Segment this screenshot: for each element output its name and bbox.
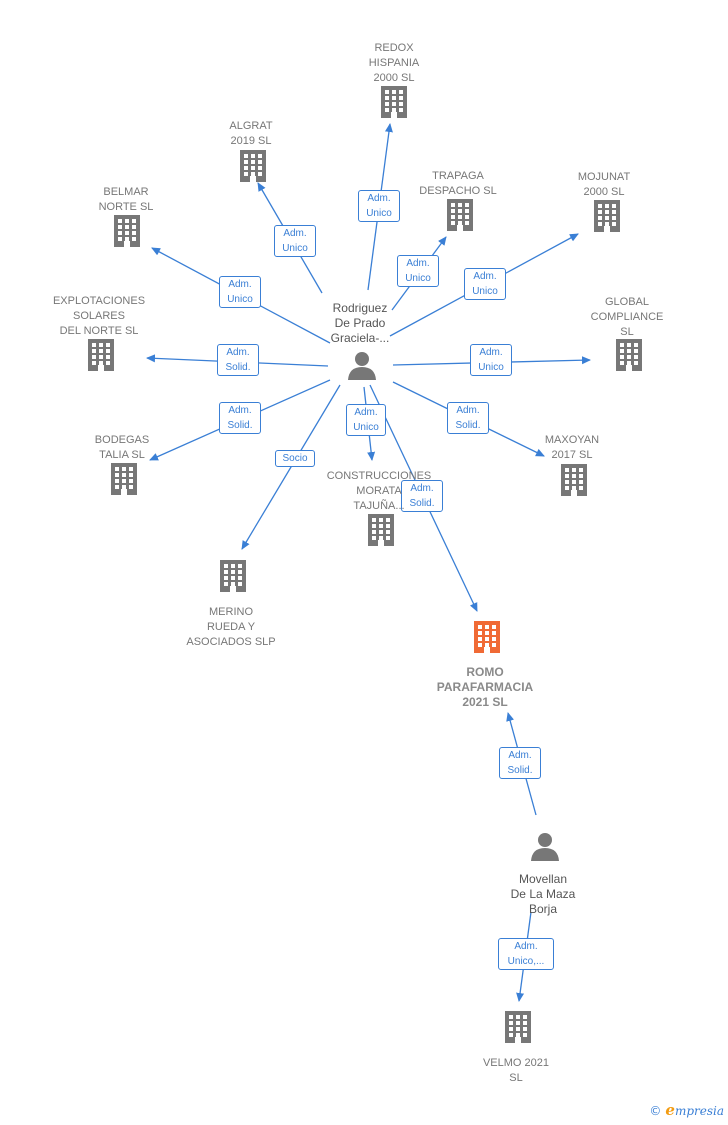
brand-name: mpresia [674, 1104, 724, 1118]
building-icon[interactable] [592, 199, 622, 238]
building-icon[interactable] [379, 85, 409, 124]
company-label-redox[interactable]: REDOX HISPANIA 2000 SL [368, 42, 420, 84]
edge-rodriguez-merino [241, 384, 341, 550]
company-label-bodegas[interactable]: BODEGAS TALIA SL [94, 434, 150, 461]
edge-label-rodriguez-mojunat[interactable]: Adm. Unico [464, 268, 506, 300]
building-icon[interactable] [559, 463, 589, 502]
company-label-romo[interactable]: ROMO PARAFARMACIA 2021 SL [436, 665, 534, 709]
person-icon[interactable] [530, 831, 560, 866]
edge-label-rodriguez-global[interactable]: Adm. Unico [470, 344, 512, 376]
company-label-velmo[interactable]: VELMO 2021 SL [482, 1057, 550, 1084]
building-icon[interactable] [109, 462, 139, 501]
building-icon[interactable] [366, 513, 396, 552]
company-label-algrat[interactable]: ALGRAT 2019 SL [229, 120, 273, 147]
building-icon[interactable] [238, 149, 268, 188]
company-label-mojunat[interactable]: MOJUNAT 2000 SL [577, 171, 631, 198]
edge-label-rodriguez-bodegas[interactable]: Adm. Solid. [219, 402, 261, 434]
company-label-merino[interactable]: MERINO RUEDA Y ASOCIADOS SLP [186, 606, 276, 648]
edge-label-rodriguez-trapaga[interactable]: Adm. Unico [397, 255, 439, 287]
company-label-trapaga[interactable]: TRAPAGA DESPACHO SL [419, 170, 497, 197]
edge-label-rodriguez-merino[interactable]: Socio [275, 449, 315, 467]
person-label-movellan[interactable]: Movellan De La Maza Borja [510, 872, 576, 916]
edge-label-rodriguez-explotaciones[interactable]: Adm. Solid. [217, 344, 259, 376]
company-label-maxoyan[interactable]: MAXOYAN 2017 SL [544, 434, 600, 461]
company-label-global[interactable]: GLOBAL COMPLIANCE SL [590, 296, 664, 338]
company-label-belmar[interactable]: BELMAR NORTE SL [98, 186, 154, 213]
edge-label-rodriguez-romo[interactable]: Adm. Solid. [401, 480, 443, 512]
building-icon[interactable] [218, 559, 248, 598]
building-icon[interactable] [112, 214, 142, 253]
empresia-watermark: ©empresia [649, 1101, 724, 1119]
edge-label-rodriguez-belmar[interactable]: Adm. Unico [219, 276, 261, 308]
edge-label-rodriguez-redox[interactable]: Adm. Unico [358, 190, 400, 222]
building-icon[interactable] [445, 198, 475, 237]
building-icon[interactable] [86, 338, 116, 377]
brand-initial: e [665, 1101, 675, 1119]
company-label-explotaciones[interactable]: EXPLOTACIONES SOLARES DEL NORTE SL [52, 295, 146, 337]
edge-label-rodriguez-maxoyan[interactable]: Adm. Solid. [447, 402, 489, 434]
edge-label-rodriguez-construcciones[interactable]: Adm. Unico [346, 404, 386, 436]
building-icon[interactable] [614, 338, 644, 377]
building-icon[interactable] [503, 1010, 533, 1049]
copyright-symbol: © [649, 1104, 662, 1118]
edge-label-movellan-romo[interactable]: Adm. Solid. [499, 747, 541, 779]
edge-label-rodriguez-algrat[interactable]: Adm. Unico [274, 225, 316, 257]
building-icon[interactable] [472, 620, 502, 659]
edge-label-movellan-velmo[interactable]: Adm. Unico,... [498, 938, 554, 970]
person-label-rodriguez[interactable]: Rodriguez De Prado Graciela-... [330, 301, 390, 345]
company-label-construcciones[interactable]: CONSTRUCCIONES MORATA TAJUÑA... [326, 470, 432, 512]
person-icon[interactable] [347, 350, 377, 385]
